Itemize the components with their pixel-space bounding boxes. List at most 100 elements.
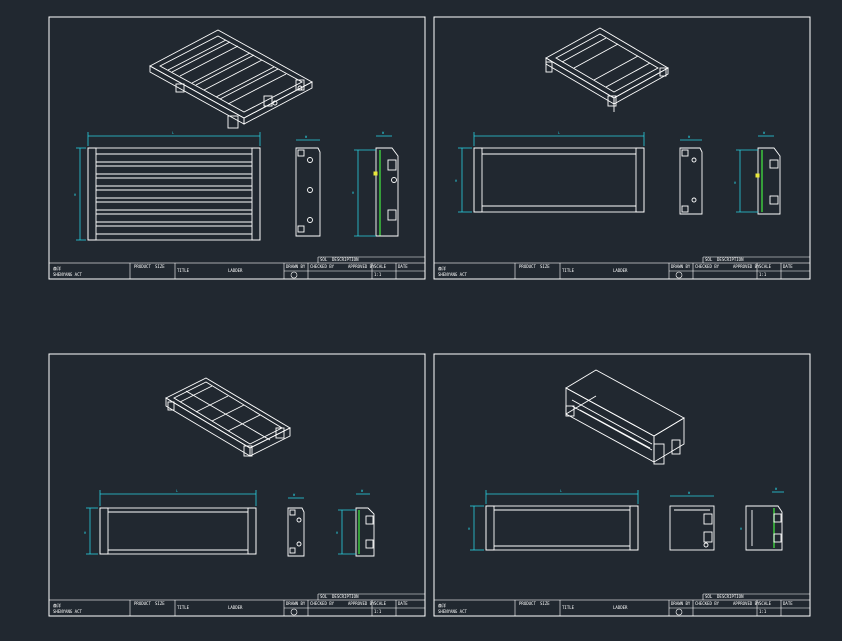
side-view: H W (734, 131, 781, 215)
side-view: H W (352, 131, 399, 237)
sol-label: SOL (320, 257, 328, 262)
sheet-scale: 1:1 (759, 609, 767, 614)
front-view: L H (74, 131, 261, 241)
description-label: DESCRIPTION (717, 594, 744, 599)
description-label: DESCRIPTION (332, 594, 359, 599)
date-label: DATE (783, 601, 793, 606)
dimension-side-height: H (336, 531, 338, 535)
product-label: PRODUCT (134, 264, 151, 269)
checked-by-label: CHECKED BY (695, 601, 720, 606)
sheet-border (433, 353, 811, 617)
drawing-title: LADDER (613, 268, 628, 273)
company-name-en: SHENYANG ACT (53, 272, 82, 277)
scale-label: SCALE (374, 601, 387, 606)
drawing-sheet-4[interactable]: L H W W H (433, 353, 811, 617)
section-view: W (295, 135, 321, 237)
approved-by-label: APPROVED BY (733, 601, 760, 606)
scale-label: SCALE (759, 264, 772, 269)
title-block: 森洋 SHENYANG ACT PRODUCT SIZE TITLE LADDE… (48, 256, 426, 280)
dimension-side-height: H (740, 527, 742, 531)
checked-by-label: CHECKED BY (310, 601, 335, 606)
description-label: DESCRIPTION (717, 257, 744, 262)
sheet-scale: 1:1 (374, 272, 382, 277)
drawn-by-label: DRAWN BY (286, 601, 306, 606)
company-name-en: SHENYANG ACT (438, 609, 467, 614)
title-label: TITLE (562, 605, 575, 610)
product-label: PRODUCT (134, 601, 151, 606)
checked-by-label: CHECKED BY (310, 264, 335, 269)
drawn-by-label: DRAWN BY (286, 264, 306, 269)
front-view: L H (84, 489, 257, 555)
approved-by-label: APPROVED BY (348, 601, 375, 606)
company-name-cn: 森洋 (53, 602, 61, 608)
checked-by-label: CHECKED BY (695, 264, 720, 269)
approved-by-label: APPROVED BY (348, 264, 375, 269)
size-label: SIZE (155, 601, 165, 606)
drawing-sheet-2[interactable]: L H W H W (433, 16, 811, 280)
scale-label: SCALE (759, 601, 772, 606)
dimension-height: H (455, 179, 457, 183)
company-name-en: SHENYANG ACT (438, 272, 467, 277)
sheet-scale: 1:1 (759, 272, 767, 277)
size-label: SIZE (540, 601, 550, 606)
side-view: W H (740, 487, 784, 551)
front-view: L H (468, 489, 639, 551)
scale-label: SCALE (374, 264, 387, 269)
date-label: DATE (398, 601, 408, 606)
dimension-height: H (468, 527, 470, 531)
drawn-by-label: DRAWN BY (671, 601, 691, 606)
title-label: TITLE (562, 268, 575, 273)
isometric-view (545, 27, 669, 112)
dimension-length: L (172, 131, 174, 135)
dimension-length: L (176, 489, 178, 493)
dimension-length: L (560, 489, 562, 493)
drawing-title: LADDER (228, 605, 243, 610)
company-name-cn: 森洋 (53, 265, 61, 271)
isometric-view (565, 369, 685, 465)
size-label: SIZE (155, 264, 165, 269)
product-label: PRODUCT (519, 601, 536, 606)
dimension-side-width: W (763, 131, 766, 135)
dimension-side-height: H (352, 191, 354, 195)
isometric-view (149, 29, 313, 129)
dimension-side-width: W (361, 489, 364, 493)
dimension-side-width: W (382, 131, 385, 135)
drawing-sheet-3[interactable]: L H W H W (48, 353, 426, 617)
company-name-cn: 森洋 (438, 265, 446, 271)
title-block: 森洋 SHENYANG ACT PRODUCT SIZE TITLE LADDE… (433, 256, 811, 280)
isometric-view (165, 377, 291, 457)
sheet-scale: 1:1 (374, 609, 382, 614)
drawing-title: LADDER (228, 268, 243, 273)
dimension-height: H (84, 531, 86, 535)
title-block: 森洋 SHENYANG ACT PRODUCT SIZE TITLE LADDE… (48, 593, 426, 617)
sheet-border (48, 353, 426, 617)
dimension-side-width: W (775, 487, 778, 491)
date-label: DATE (783, 264, 793, 269)
dimension-section-width: W (688, 135, 691, 139)
size-label: SIZE (540, 264, 550, 269)
title-label: TITLE (177, 268, 190, 273)
dimension-section-width: W (293, 493, 296, 497)
approved-by-label: APPROVED BY (733, 264, 760, 269)
date-label: DATE (398, 264, 408, 269)
dimension-length: L (558, 131, 560, 135)
section-view: W (679, 135, 703, 215)
description-label: DESCRIPTION (332, 257, 359, 262)
company-name-en: SHENYANG ACT (53, 609, 82, 614)
dimension-section-width: W (305, 135, 308, 139)
section-view: W (669, 491, 715, 551)
title-label: TITLE (177, 605, 190, 610)
side-view: H W (336, 489, 375, 557)
dimension-side-height: H (734, 181, 736, 185)
dimension-height: H (74, 193, 76, 197)
sol-label: SOL (320, 594, 328, 599)
drawing-sheet-1[interactable]: L H W H (48, 16, 426, 280)
section-view: W (287, 493, 305, 557)
sol-label: SOL (705, 257, 713, 262)
dimension-section-width: W (688, 491, 691, 495)
front-view: L H (455, 131, 645, 213)
company-name-cn: 森洋 (438, 602, 446, 608)
drawn-by-label: DRAWN BY (671, 264, 691, 269)
sol-label: SOL (705, 594, 713, 599)
